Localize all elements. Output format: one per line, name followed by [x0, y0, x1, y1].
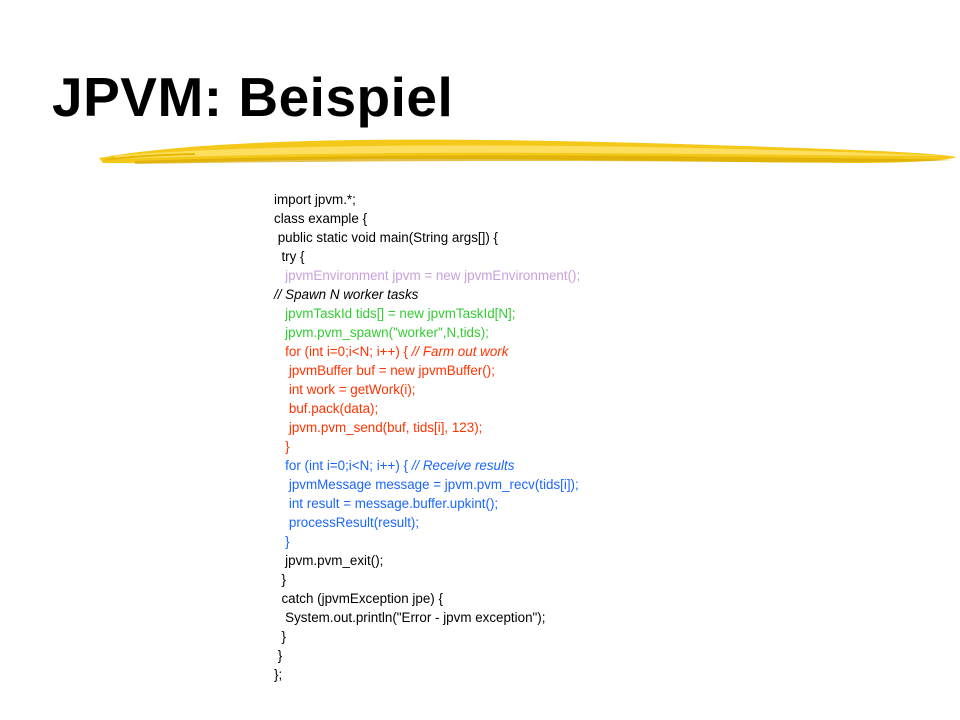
code-line: } — [274, 627, 580, 646]
code-text: jpvm.pvm_exit(); — [274, 553, 384, 568]
code-text: for (int i=0;i<N; i++) { — [274, 458, 408, 473]
slide-title: JPVM: Beispiel — [52, 66, 454, 128]
code-line: buf.pack(data); — [274, 399, 580, 418]
code-text: for (int i=0;i<N; i++) { — [274, 344, 408, 359]
code-line: import jpvm.*; — [274, 190, 580, 209]
code-line: jpvm.pvm_send(buf, tids[i], 123); — [274, 418, 580, 437]
code-text: System.out.println("Error - jpvm excepti… — [274, 610, 546, 625]
code-line: jpvmBuffer buf = new jpvmBuffer(); — [274, 361, 580, 380]
code-text: catch (jpvmException jpe) { — [274, 591, 443, 606]
code-line: } — [274, 532, 580, 551]
code-text: // Spawn N worker tasks — [274, 287, 419, 302]
code-line: System.out.println("Error - jpvm excepti… — [274, 608, 580, 627]
code-line: int result = message.buffer.upkint(); — [274, 494, 580, 513]
code-listing: import jpvm.*; class example { public sta… — [274, 190, 580, 684]
code-line: } — [274, 570, 580, 589]
code-text: } — [274, 648, 283, 663]
code-text: processResult(result); — [274, 515, 420, 530]
code-text: import jpvm.*; — [274, 192, 356, 207]
code-line: jpvm.pvm_exit(); — [274, 551, 580, 570]
code-text: } — [274, 534, 290, 549]
code-comment: // Receive results — [407, 458, 515, 473]
code-line: for (int i=0;i<N; i++) { // Farm out wor… — [274, 342, 580, 361]
code-text: jpvm.pvm_spawn("worker",N,tids); — [274, 325, 489, 340]
code-line: } — [274, 646, 580, 665]
code-comment: // Farm out work — [407, 344, 509, 359]
code-text: jpvmTaskId tids[] = new jpvmTaskId[N]; — [274, 306, 516, 321]
code-text: public static void main(String args[]) { — [274, 230, 499, 245]
code-text: class example { — [274, 211, 368, 226]
code-text: jpvmEnvironment jpvm = new jpvmEnvironme… — [274, 268, 581, 283]
code-text: } — [274, 439, 290, 454]
code-text: } — [274, 629, 286, 644]
code-text: int work = getWork(i); — [274, 382, 416, 397]
code-line: int work = getWork(i); — [274, 380, 580, 399]
code-line: jpvmEnvironment jpvm = new jpvmEnvironme… — [274, 266, 580, 285]
code-text: jpvm.pvm_send(buf, tids[i], 123); — [274, 420, 483, 435]
code-line: processResult(result); — [274, 513, 580, 532]
code-line: class example { — [274, 209, 580, 228]
code-line: jpvm.pvm_spawn("worker",N,tids); — [274, 323, 580, 342]
code-text: } — [274, 572, 286, 587]
code-line: public static void main(String args[]) { — [274, 228, 580, 247]
code-text: int result = message.buffer.upkint(); — [274, 496, 499, 511]
code-text: }; — [274, 667, 283, 682]
code-line: }; — [274, 665, 580, 684]
code-text: jpvmMessage message = jpvm.pvm_recv(tids… — [274, 477, 579, 492]
code-line: catch (jpvmException jpe) { — [274, 589, 580, 608]
code-line: jpvmTaskId tids[] = new jpvmTaskId[N]; — [274, 304, 580, 323]
code-line: } — [274, 437, 580, 456]
code-line: try { — [274, 247, 580, 266]
code-line: jpvmMessage message = jpvm.pvm_recv(tids… — [274, 475, 580, 494]
code-text: try { — [274, 249, 305, 264]
code-text: buf.pack(data); — [274, 401, 379, 416]
code-line: // Spawn N worker tasks — [274, 285, 580, 304]
code-line: for (int i=0;i<N; i++) { // Receive resu… — [274, 456, 580, 475]
code-text: jpvmBuffer buf = new jpvmBuffer(); — [274, 363, 495, 378]
title-underline-brush-stroke — [99, 139, 957, 164]
